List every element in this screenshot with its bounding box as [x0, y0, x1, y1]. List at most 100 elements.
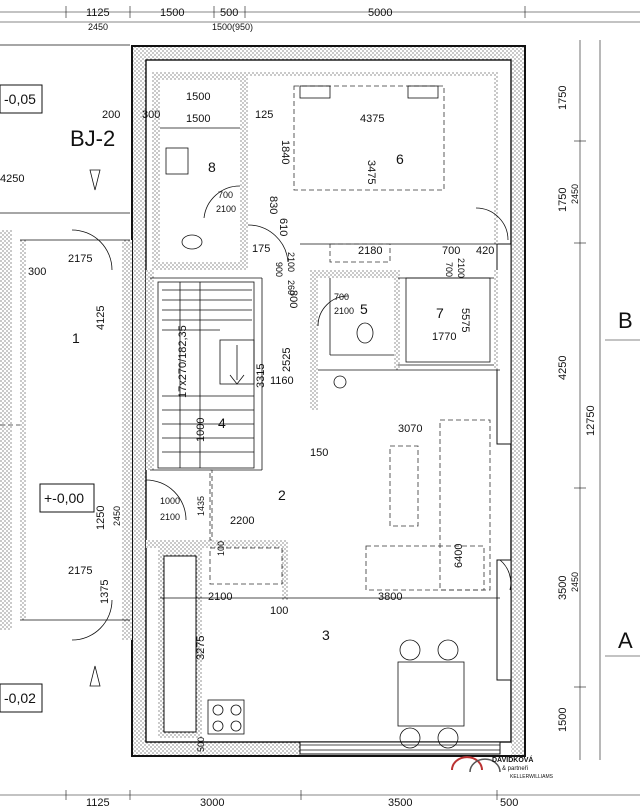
top-dim-1500: 1500: [160, 7, 184, 19]
dim-2100b: 2100: [286, 252, 296, 272]
level-marker-mid: +-0,00: [44, 490, 84, 506]
dim-610: 610: [277, 218, 289, 236]
right-sub-2450a: 2450: [570, 184, 580, 204]
dim-1160: 1160: [270, 375, 294, 387]
room-number-4: 4: [218, 415, 226, 431]
room-number-7: 7: [436, 305, 444, 321]
dim-100b: 100: [270, 605, 288, 617]
top-sub-2450: 2450: [88, 22, 108, 32]
dim-2200: 2200: [230, 515, 254, 527]
room-number-6: 6: [396, 151, 404, 167]
dim-3475: 3475: [365, 160, 377, 184]
dimension-lines: [0, 6, 640, 800]
top-dim-500: 500: [220, 7, 238, 19]
right-dim-4250: 4250: [557, 356, 569, 380]
dim-4250-left: 4250: [0, 173, 24, 185]
axis-label-a: A: [618, 628, 633, 653]
room-numbers: 1 2 3 4 5 6 7 8: [72, 151, 444, 643]
dim-700c: 700: [334, 292, 349, 302]
level-markers: -0,05 +-0,00 -0,02: [4, 91, 84, 706]
axis-labels: B A: [618, 308, 633, 653]
dim-500-bottom: 500: [196, 737, 206, 752]
right-dim-1500: 1500: [557, 708, 569, 732]
axis-label-b: B: [618, 308, 633, 333]
dim-1435: 1435: [196, 496, 206, 516]
dim-4375: 4375: [360, 113, 384, 125]
dim-700d: 700: [444, 262, 454, 277]
dim-3315: 3315: [255, 364, 267, 388]
right-dimensions: 1750 1750 2450 4250 3500 2450 1500 12750: [557, 86, 597, 732]
doors: [145, 185, 512, 591]
room-number-8: 8: [208, 159, 216, 175]
room-number-5: 5: [360, 301, 368, 317]
dim-260: 260: [286, 280, 296, 295]
top-dim-5000: 5000: [368, 7, 392, 19]
dim-6400: 6400: [453, 544, 465, 568]
interior-walls: [146, 72, 500, 738]
unit-title: BJ-2: [70, 126, 115, 151]
right-sub-2450b: 2450: [570, 572, 580, 592]
dim-1840: 1840: [279, 140, 291, 164]
bottom-dim-3500: 3500: [388, 797, 412, 808]
level-marker-top: -0,05: [4, 91, 36, 107]
dim-2175a: 2175: [68, 253, 92, 265]
dim-1770: 1770: [432, 331, 456, 343]
dim-2100c: 2100: [334, 306, 354, 316]
dim-300-left: 300: [28, 266, 46, 278]
right-dim-3500: 3500: [557, 576, 569, 600]
dim-300: 300: [142, 109, 160, 121]
sliding-door: [300, 744, 500, 751]
room-number-1: 1: [72, 330, 80, 346]
dim-1000a: 1000: [195, 418, 207, 442]
dim-700b: 700: [442, 245, 460, 257]
dim-1000b: 1000: [160, 496, 180, 506]
dim-5575: 5575: [459, 308, 471, 332]
room-number-2: 2: [278, 487, 286, 503]
dim-175: 175: [252, 243, 270, 255]
dim-830: 830: [267, 196, 279, 214]
dim-150: 150: [310, 447, 328, 459]
dim-2175b: 2175: [68, 565, 92, 577]
dim-2450-left: 2450: [112, 506, 122, 526]
dim-100a: 100: [216, 541, 226, 556]
dim-3275: 3275: [195, 636, 207, 660]
bottom-dim-1125: 1125: [86, 797, 110, 808]
logo-line3: KELLERWILLIAMS: [510, 774, 554, 780]
top-dim-1125: 1125: [86, 7, 110, 19]
dim-125: 125: [255, 109, 273, 121]
bottom-dim-500: 500: [500, 797, 518, 808]
furniture: [165, 85, 491, 749]
dim-1250: 1250: [95, 506, 107, 530]
dim-200: 200: [102, 109, 120, 121]
dim-1375: 1375: [99, 580, 111, 604]
company-logo: DAVIDKOVÁ & partneři KELLERWILLIAMS: [451, 755, 554, 780]
dim-2525: 2525: [281, 348, 293, 372]
dim-900: 900: [274, 262, 284, 277]
dim-1500a: 1500: [186, 91, 210, 103]
right-dim-1750a: 1750: [557, 86, 569, 110]
bottom-dim-3000: 3000: [200, 797, 224, 808]
top-dimensions: 1125 1500 500 5000 2450 1500(950): [86, 7, 392, 32]
bottom-dimensions: 1125 3000 3500 500: [86, 797, 518, 808]
logo-line1: DAVIDKOVÁ: [492, 755, 533, 764]
room-number-3: 3: [322, 627, 330, 643]
logo-line2: & partneři: [502, 766, 528, 772]
dim-2100e: 2100: [160, 512, 180, 522]
right-dim-1750b: 1750: [557, 188, 569, 212]
interior-dimensions: 1500 1500 200 300 125 4375 1840 3475 700…: [0, 91, 494, 752]
level-marker-bottom: -0,02: [4, 690, 36, 706]
dim-17x270: 17x270/182,35: [177, 325, 189, 398]
dim-4125: 4125: [95, 306, 107, 330]
dim-2100f: 2100: [208, 591, 232, 603]
dim-420: 420: [476, 245, 494, 257]
neighbor-unit: [0, 44, 132, 713]
dim-3070: 3070: [398, 423, 422, 435]
dim-700a: 700: [218, 190, 233, 200]
top-sub-1500-950: 1500(950): [212, 22, 253, 32]
dim-2100a: 2100: [216, 204, 236, 214]
dim-3800: 3800: [378, 591, 402, 603]
dim-800: 800: [287, 290, 299, 308]
dim-1500b: 1500: [186, 113, 210, 125]
